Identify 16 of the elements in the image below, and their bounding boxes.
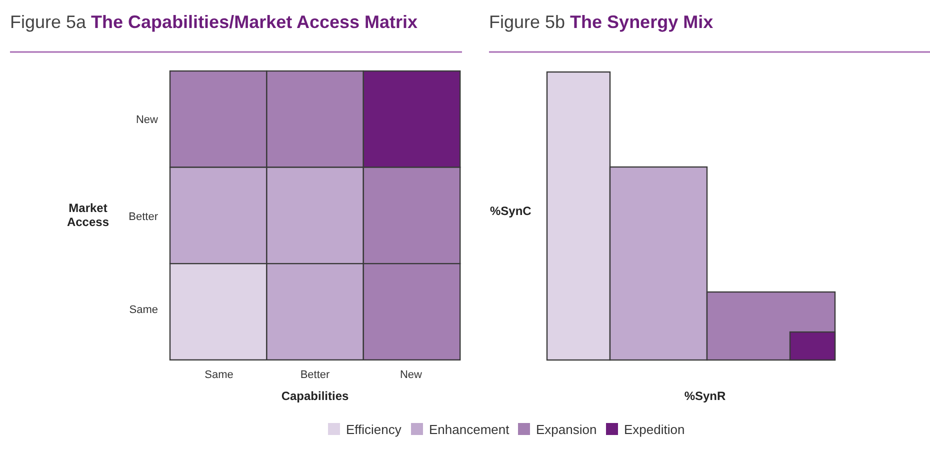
figure-title: Figure 5a The Capabilities/Market Access Matrix — [10, 12, 418, 34]
axis-tick-label: Better — [300, 369, 330, 382]
legend-label: Enhancement — [429, 422, 510, 437]
figure-title: Figure 5b The Synergy Mix — [489, 12, 714, 34]
axis-tick-label: Better — [128, 211, 158, 224]
axis-tick-label: Same — [129, 304, 158, 318]
legend-label: Efficiency — [346, 422, 402, 437]
axis-title: Market Access — [66, 201, 110, 230]
legend-label: Expansion — [536, 422, 597, 437]
legend-label: Expedition — [624, 422, 685, 437]
axis-tick-label: Same — [204, 369, 234, 382]
axis-tick-label: New — [400, 369, 422, 382]
axis-title: Capabilities — [281, 389, 349, 404]
axis-tick-label: New — [136, 114, 158, 128]
axis-title: %SynR — [684, 389, 726, 404]
axis-title: %SynC — [490, 204, 532, 218]
